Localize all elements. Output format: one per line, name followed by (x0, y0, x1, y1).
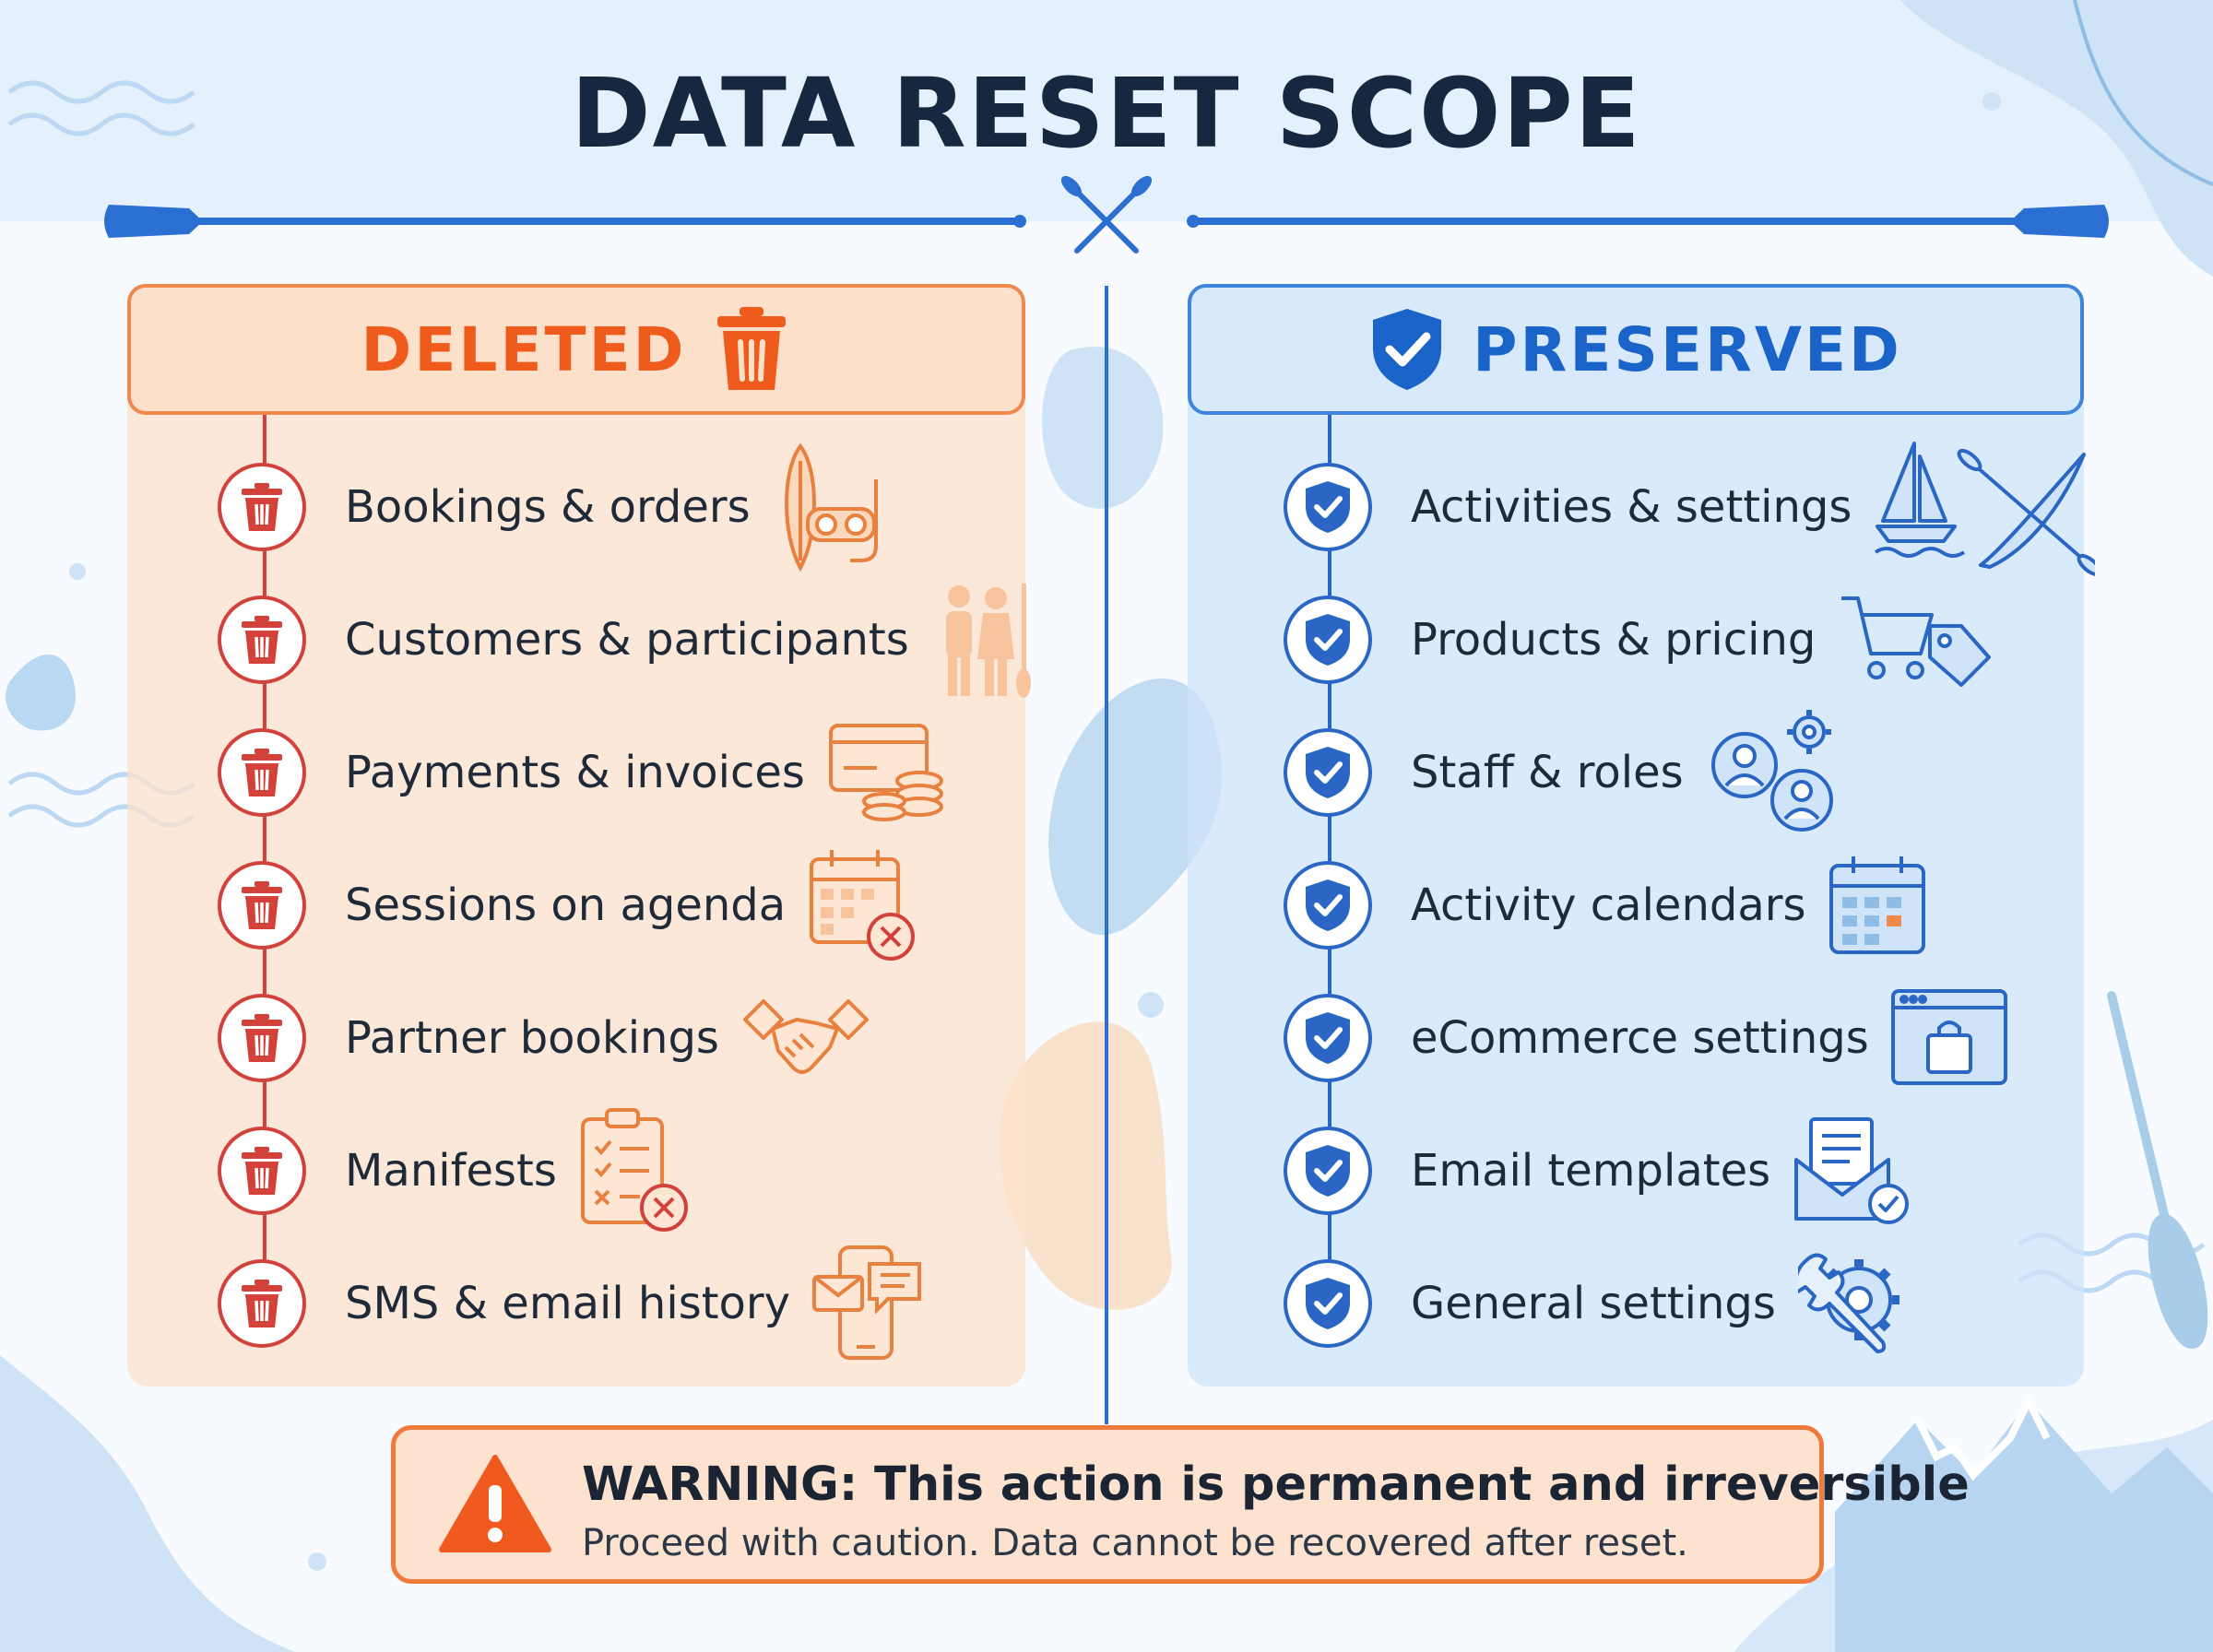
deleted-item-partner-bookings: Partner bookings (218, 992, 870, 1084)
item-label: Activity calendars (1411, 879, 1806, 931)
item-label: General settings (1411, 1278, 1776, 1329)
preserved-header: PRESERVED (1188, 284, 2084, 415)
shield-check-icon (1284, 596, 1372, 684)
preserved-item-ecommerce: eCommerce settings (1284, 989, 2009, 1085)
sailboat-kayak-icon (1875, 442, 2096, 576)
calendar-icon (1829, 856, 1926, 954)
warning-banner: WARNING: This action is permanent and ir… (391, 1425, 1970, 1584)
item-label: Payments & invoices (345, 747, 805, 798)
shield-check-icon (1284, 728, 1372, 817)
trash-icon (218, 463, 306, 551)
browser-bag-icon (1890, 989, 2007, 1085)
handshake-icon (742, 999, 869, 1074)
deleted-item-customers: Customers & participants (218, 584, 1035, 698)
item-label: Staff & roles (1411, 747, 1684, 798)
item-label: SMS & email history (345, 1278, 791, 1329)
item-label: Email templates (1411, 1145, 1771, 1197)
item-label: Partner bookings (345, 1012, 719, 1064)
wrench-gear-icon (1797, 1253, 1899, 1353)
trash-icon (218, 596, 306, 684)
card-coins-icon (828, 724, 943, 821)
preserved-connector (1328, 415, 1331, 1300)
deleted-item-bookings: Bookings & orders (218, 442, 893, 572)
item-label: Activities & settings (1411, 481, 1852, 533)
deleted-item-sms-email: SMS & email history (218, 1245, 923, 1360)
deleted-item-sessions: Sessions on agenda (218, 850, 918, 961)
shield-check-icon (1284, 994, 1372, 1082)
shield-check-icon (1373, 309, 1442, 390)
trash-icon (218, 1127, 306, 1215)
item-label: Bookings & orders (345, 481, 751, 533)
preserved-heading: PRESERVED (1473, 313, 1902, 385)
shield-check-icon (1284, 1259, 1372, 1348)
preserved-item-products: Products & pricing (1284, 594, 1994, 687)
page-title: DATA RESET SCOPE (571, 57, 1642, 170)
item-label: Manifests (345, 1145, 557, 1197)
deleted-item-payments: Payments & invoices (218, 724, 947, 821)
trash-icon (218, 994, 306, 1082)
preserved-item-calendars: Activity calendars (1284, 856, 1929, 954)
shield-check-icon (1284, 1127, 1372, 1215)
surfboard-snorkel-icon (784, 442, 878, 572)
preserved-item-email-templates: Email templates (1284, 1117, 1912, 1224)
deleted-heading: DELETED (361, 313, 687, 385)
trash-icon (218, 1259, 306, 1348)
item-label: eCommerce settings (1411, 1012, 1869, 1064)
trash-icon (717, 307, 787, 390)
item-label: Sessions on agenda (345, 879, 787, 931)
people-paddle-icon (945, 584, 1031, 698)
warning-triangle-icon (439, 1455, 551, 1552)
shield-check-icon (1284, 463, 1372, 551)
envelope-check-icon (1794, 1117, 1910, 1224)
preserved-item-general-settings: General settings (1284, 1253, 1905, 1353)
preserved-item-activities: Activities & settings (1284, 442, 2096, 576)
trash-icon (218, 728, 306, 817)
warning-subtitle: Proceed with caution. Data cannot be rec… (582, 1522, 1688, 1564)
cart-tag-icon (1841, 596, 1992, 687)
item-label: Customers & participants (345, 614, 909, 666)
preserved-item-staff: Staff & roles (1284, 710, 1844, 832)
deleted-connector (263, 415, 266, 1300)
shield-check-icon (1284, 861, 1372, 950)
clipboard-x-icon (580, 1108, 688, 1232)
phone-messages-icon (812, 1245, 922, 1360)
trash-icon (218, 861, 306, 950)
users-gear-icon (1710, 710, 1833, 832)
deleted-item-manifests: Manifests (218, 1108, 690, 1232)
calendar-x-icon (810, 850, 916, 961)
warning-title: WARNING: This action is permanent and ir… (582, 1457, 1970, 1512)
item-label: Products & pricing (1411, 614, 1817, 666)
deleted-header: DELETED (127, 284, 1025, 415)
